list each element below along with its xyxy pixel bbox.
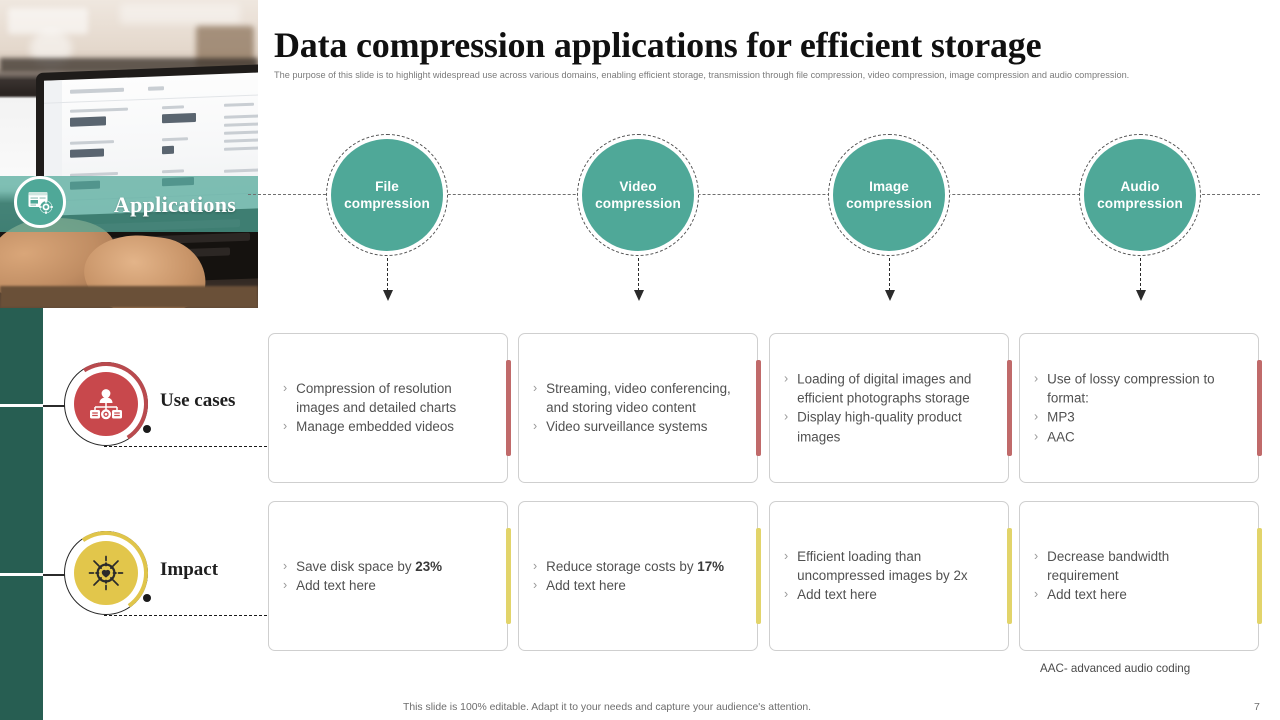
list-item: ›Add text here [784, 586, 990, 605]
row-label-use-cases: Use cases [44, 354, 309, 458]
card-bullet-list: ›Save disk space by 23% ›Add text here [283, 557, 489, 595]
card-bullet-list: ›Decrease bandwidth requirement ›Add tex… [1034, 547, 1240, 605]
chevron-right-icon: › [1034, 549, 1039, 564]
window-settings-icon [14, 176, 66, 228]
chevron-right-icon: › [784, 549, 789, 564]
card-use-cases-1[interactable]: ›Compression of resolution images and de… [268, 333, 511, 483]
list-item: ›Add text here [283, 576, 489, 595]
chevron-right-icon: › [1034, 587, 1039, 602]
list-item: ›Loading of digital images and efficient… [784, 371, 972, 406]
editable-note: This slide is 100% editable. Adapt it to… [403, 702, 812, 713]
card-impact-4[interactable]: ›Decrease bandwidth requirement ›Add tex… [1019, 501, 1262, 651]
chevron-right-icon: › [784, 587, 789, 602]
stage-circle-audio[interactable]: Audio compression [1079, 134, 1201, 256]
card-use-cases-2[interactable]: ›Streaming, video conferencing, and stor… [518, 333, 761, 483]
stage-label: File compression [344, 179, 430, 211]
row-label-text: Impact [160, 559, 219, 580]
list-item: ›Add text here [533, 576, 739, 595]
row-label-text: Use cases [160, 390, 236, 411]
network-people-icon [74, 372, 138, 436]
list-item: ›Streaming, video conferencing, and stor… [533, 381, 731, 416]
card-impact-1[interactable]: ›Save disk space by 23% ›Add text here [268, 501, 511, 651]
stage-connector-line [248, 194, 1260, 195]
chevron-right-icon: › [1034, 410, 1039, 424]
stage-circle-image[interactable]: Image compression [828, 134, 950, 256]
stage-white-ring [580, 137, 696, 253]
card-bullet-list: ›Efficient loading than uncompressed ima… [784, 547, 990, 605]
chevron-right-icon: › [283, 578, 288, 592]
stage-label: Audio compression [1097, 179, 1183, 211]
left-green-bar [0, 308, 43, 720]
stage-arrow-image [885, 258, 895, 302]
chevron-right-icon: › [533, 578, 538, 592]
chevron-right-icon: › [533, 381, 538, 396]
card-impact-3[interactable]: ›Efficient loading than uncompressed ima… [769, 501, 1012, 651]
card-use-cases-4[interactable]: ›Use of lossy compression to format: ›MP… [1019, 333, 1262, 483]
list-item: ›MP3 [1034, 408, 1240, 427]
card-use-cases-3[interactable]: ›Loading of digital images and efficient… [769, 333, 1012, 483]
page-subtitle: The purpose of this slide is to highligh… [274, 70, 1130, 80]
card-bullet-list: ›Streaming, video conferencing, and stor… [533, 379, 739, 437]
chevron-right-icon: › [533, 419, 538, 434]
list-item: ›Decrease bandwidth requirement [1034, 549, 1170, 584]
stage-fill: File compression [331, 139, 443, 251]
list-item: ›Video surveillance systems [533, 418, 739, 437]
list-item: ›Add text here [1034, 586, 1240, 605]
chevron-right-icon: › [533, 558, 538, 573]
chevron-right-icon: › [1034, 371, 1039, 386]
list-item: ›Save disk space by 23% [283, 557, 489, 576]
stage-label: Video compression [595, 179, 681, 211]
page-number: 7 [1254, 701, 1260, 713]
chevron-right-icon: › [784, 410, 789, 424]
target-impact-icon [74, 541, 138, 605]
list-item: ›Reduce storage costs by 17% [533, 557, 739, 576]
chevron-right-icon: › [784, 371, 789, 386]
stage-arrow-audio [1136, 258, 1146, 302]
list-item: ›Efficient loading than uncompressed ima… [784, 549, 968, 584]
chevron-right-icon: › [283, 419, 288, 434]
stage-circle-video[interactable]: Video compression [577, 134, 699, 256]
stage-fill: Audio compression [1084, 139, 1196, 251]
stage-fill: Video compression [582, 139, 694, 251]
laptop-photo [0, 0, 258, 308]
card-bullet-list: ›Reduce storage costs by 17% ›Add text h… [533, 557, 739, 595]
chevron-right-icon: › [283, 381, 288, 396]
stage-white-ring [831, 137, 947, 253]
stage-arrow-file [383, 258, 393, 302]
list-item: ›Compression of resolution images and de… [283, 381, 457, 416]
page-title: Data compression applications for effici… [274, 25, 1042, 65]
card-bullet-list: ›Compression of resolution images and de… [283, 379, 489, 437]
abbreviation-note: AAC- advanced audio coding [1040, 662, 1191, 675]
card-bullet-list: ›Loading of digital images and efficient… [784, 370, 990, 447]
card-impact-2[interactable]: ›Reduce storage costs by 17% ›Add text h… [518, 501, 761, 651]
stage-arrow-video [634, 258, 644, 302]
list-item: ›AAC [1034, 427, 1240, 446]
list-item: ›Display high-quality product images [784, 410, 962, 445]
stage-white-ring [329, 137, 445, 253]
row-label-impact: Impact [44, 524, 309, 627]
list-item: ›Use of lossy compression to format: [1034, 371, 1215, 406]
list-item: ›Manage embedded videos [283, 418, 489, 437]
stage-label: Image compression [846, 179, 932, 211]
stage-white-ring [1082, 137, 1198, 253]
applications-label: Applications [113, 192, 237, 217]
stage-fill: Image compression [833, 139, 945, 251]
card-bullet-list: ›Use of lossy compression to format: ›MP… [1034, 370, 1240, 447]
chevron-right-icon: › [1034, 429, 1039, 444]
stage-circle-file[interactable]: File compression [326, 134, 448, 256]
chevron-right-icon: › [283, 558, 288, 573]
